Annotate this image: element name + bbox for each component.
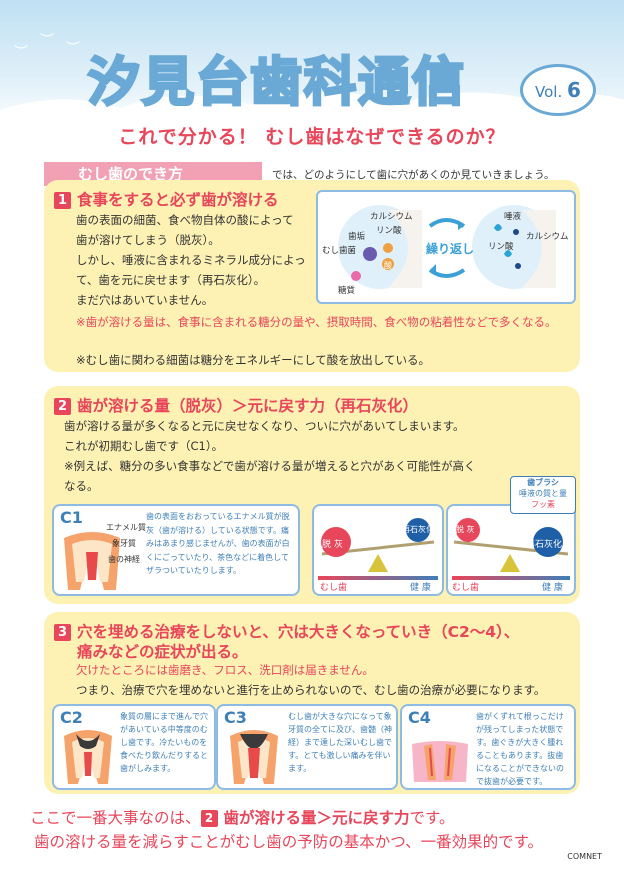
- callout-toothbrush: 歯ブラシ: [527, 478, 559, 487]
- c2-card: C2 象質の層にまで進んで穴があいている中等度のむし歯です。冷たいものを食べたり…: [52, 704, 216, 790]
- remineralization-label: 再石灰化: [402, 525, 434, 534]
- section-2-body: 歯が溶ける量が多くなると元に戻せなくなり、ついに穴があいてしまいます。 これが初…: [64, 419, 476, 493]
- cavity-scale-label: むし歯: [320, 583, 348, 593]
- c4-description: 歯がくずれて根っこだけが残ってしまった状態です。歯ぐきが大きく腫れることもありま…: [476, 712, 564, 786]
- cloud-decoration: [0, 92, 624, 130]
- c1-card: C1 エナメル質 象牙質 歯の神経 歯の表面をおおっているエナメル質が脱灰（歯が…: [52, 504, 300, 596]
- healthy-scale-label: 健 康: [410, 583, 431, 593]
- volume-badge: Vol. 6: [520, 64, 596, 116]
- calcium-label-2: カルシウム: [526, 232, 569, 242]
- demineralization-label-2: 脱 灰: [456, 525, 475, 534]
- c3-description: むし歯が大きな穴になって象牙質の全てに及び、歯髄（神経）まで達した深いむし歯です…: [288, 712, 392, 773]
- footer-credit: COMNET: [567, 852, 602, 861]
- callout-saliva: 唾液の質と量: [519, 489, 567, 498]
- plaque-label: 歯垢: [348, 232, 366, 242]
- summary-line-2: 歯の溶ける量を減らすことがむし歯の予防の基本かつ、一番効果的です。: [34, 833, 544, 851]
- bird-icon: ︶: [66, 41, 80, 57]
- phosphate-label-2: リン酸: [488, 242, 514, 252]
- remineralization-label-2: 再石灰化: [526, 540, 563, 550]
- c1-description: 歯の表面をおおっているエナメル質が脱灰（歯が溶ける）している状態です。痛みはあま…: [146, 512, 290, 575]
- balance-scale-2: [452, 518, 570, 580]
- callout-fluoride: フッ素: [531, 500, 555, 509]
- section-3-red-line: 欠けたところには歯磨き、フロス、洗口剤は届きません。: [76, 663, 374, 677]
- section-1-body: 歯の表面の細菌、食べ物自体の酸によって 歯が溶けてしまう（脱灰）。 しかし、唾液…: [76, 213, 306, 307]
- balance-scale-1: [318, 518, 438, 580]
- prevention-callout: 歯ブラシ 唾液の質と量 フッ素: [510, 476, 576, 514]
- c3-label: C3: [224, 708, 247, 727]
- calcium-label: カルシウム: [370, 212, 413, 222]
- demineralization-label: 脱 灰: [322, 540, 343, 550]
- page-subtitle: これで分かる！ むし歯はなぜできるのか？: [118, 126, 506, 148]
- tooth-c2-icon: [64, 730, 112, 784]
- balance-diagram-1: 脱 灰 再石灰化 むし歯 健 康: [312, 504, 444, 596]
- cavity-scale-label-2: むし歯: [452, 583, 480, 593]
- section-3-line: つまり、治療で穴を埋めないと進行を止められないので、むし歯の治療が必要になります…: [76, 683, 546, 697]
- healthy-scale-label-2: 健 康: [542, 583, 563, 593]
- c4-label: C4: [408, 708, 431, 727]
- c2-description: 象質の層にまで進んで穴があいている中等度のむし歯です。冷たいものを食べたり飲んだ…: [120, 712, 208, 773]
- bacteria-label: むし歯菌: [322, 246, 357, 256]
- section-3-heading-line2: 痛みなどの症状が出る。: [77, 643, 248, 661]
- bird-icon: ︶: [40, 33, 54, 49]
- nerve-label: 歯の神経: [108, 555, 140, 564]
- c1-label: C1: [60, 508, 83, 527]
- balance-diagram-2: 脱 灰 再石灰化 むし歯 健 康: [446, 504, 576, 596]
- tooth-c1-icon: [64, 532, 120, 590]
- demineralization-illustration: [338, 205, 556, 289]
- c2-label: C2: [60, 708, 83, 727]
- saliva-label: 唾液: [504, 212, 522, 222]
- sugar-label: 糖質: [338, 286, 356, 296]
- section-1-note-red: ※歯が溶ける量は、食事に含まれる糖分の量や、摂取時間、食べ物の粘着性などで多くな…: [76, 315, 557, 329]
- phosphate-label: リン酸: [376, 226, 402, 236]
- how-text: では、どのようにして歯に穴があくのか見ていきましょう。: [272, 169, 555, 181]
- enamel-label: エナメル質: [106, 523, 146, 532]
- tooth-c4-icon: [412, 741, 468, 782]
- acid-label: 酸: [384, 261, 392, 270]
- repeat-label: 繰り返し: [426, 242, 475, 256]
- section-1-note: ※むし歯に関わる細菌は糖分をエネルギーにして酸を放出している。: [76, 353, 430, 367]
- demineralization-diagram: カルシウム リン酸 歯垢 むし歯菌 酸 糖質 繰り返し 唾液 リン酸 カルシウム: [316, 190, 576, 304]
- dentin-label: 象牙質: [112, 539, 136, 548]
- tooth-c3-icon: [230, 730, 278, 784]
- newsletter-title: 汐見台歯科通信: [86, 52, 467, 115]
- c3-card: C3 むし歯が大きな穴になって象牙質の全てに及び、歯髄（神経）まで達した深いむし…: [216, 704, 398, 790]
- bird-icon: ︶: [14, 45, 28, 61]
- c4-card: C4 歯がくずれて根っこだけが残ってしまった状態です。歯ぐきが大きく腫れることも…: [400, 704, 576, 790]
